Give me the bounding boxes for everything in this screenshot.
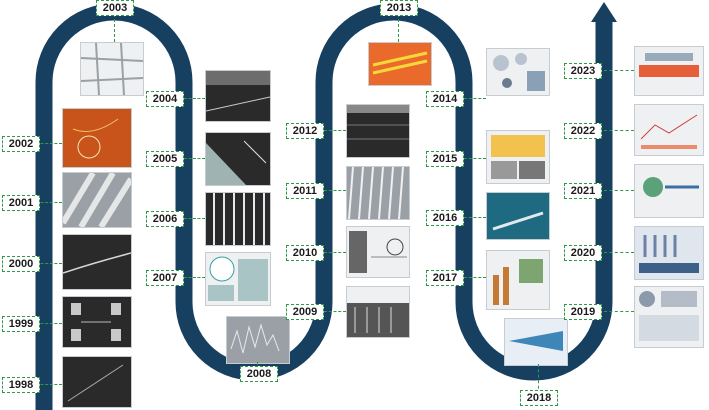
thumbnail-2013 [368,42,432,86]
connector-2010 [324,252,346,253]
year-label-1999: 1999 [2,316,40,332]
thumbnail-1998 [62,356,132,408]
thumbnail-2000 [62,234,132,290]
thumbnail-2004 [205,70,271,122]
connector-2015 [464,158,486,159]
year-label-2015: 2015 [426,151,464,167]
year-label-2016: 2016 [426,210,464,226]
year-label-2003: 2003 [96,0,134,16]
thumbnail-2011 [346,166,410,220]
thumbnail-2019 [634,286,704,348]
connector-2004 [184,98,205,99]
connector-2023 [604,70,634,71]
connector-2006 [184,218,205,219]
thumbnail-2015 [486,130,550,184]
connector-2007 [184,277,205,278]
year-label-2020: 2020 [564,245,602,261]
connector-2001 [36,202,62,203]
thumbnail-2016 [486,192,550,240]
year-label-2019: 2019 [564,304,602,320]
year-label-2000: 2000 [2,256,40,272]
connector-2017 [464,277,486,278]
thumbnail-2023 [634,46,704,96]
year-label-2021: 2021 [564,183,602,199]
thumbnail-2008 [226,316,290,364]
year-label-2013: 2013 [380,0,418,16]
year-label-2008: 2008 [240,366,278,382]
thumbnail-2009 [346,286,410,338]
connector-2021 [604,190,634,191]
thumbnail-2017 [486,250,550,310]
year-label-2005: 2005 [146,151,184,167]
connector-2016 [464,217,486,218]
thumbnail-2006 [205,192,271,246]
connector-2020 [604,252,634,253]
arrow-head-icon [591,2,617,22]
year-label-2014: 2014 [426,91,464,107]
thumbnail-2001 [62,172,132,228]
connector-2011 [324,190,346,191]
connector-1999 [36,323,62,324]
thumbnail-2018 [504,318,568,366]
year-label-2010: 2010 [286,245,324,261]
thumbnail-2012 [346,104,410,158]
connector-2022 [604,130,634,131]
thumbnail-2003 [80,42,144,96]
thumbnail-2007 [205,252,271,306]
year-label-2006: 2006 [146,211,184,227]
thumbnail-2020 [634,226,704,280]
thumbnail-2002 [62,108,132,168]
thumbnail-2022 [634,104,704,156]
connector-2014 [464,98,486,99]
connector-2009 [324,311,346,312]
thumbnail-2010 [346,226,410,278]
connector-2012 [324,130,346,131]
year-label-2004: 2004 [146,91,184,107]
connector-2005 [184,158,205,159]
connector-1998 [36,384,62,385]
connector-2019 [604,311,634,312]
year-label-2017: 2017 [426,270,464,286]
thumbnail-2014 [486,48,550,96]
year-label-2018: 2018 [520,390,558,406]
connector-2000 [36,263,62,264]
year-label-2012: 2012 [286,123,324,139]
serpentine-arrow-body [35,3,613,410]
year-label-2023: 2023 [564,63,602,79]
year-label-2022: 2022 [564,123,602,139]
year-label-2007: 2007 [146,270,184,286]
thumbnail-2005 [205,132,271,186]
connector-2013 [398,14,399,42]
connector-2003 [114,14,115,42]
year-label-2001: 2001 [2,195,40,211]
thumbnail-2021 [634,164,704,218]
year-label-2011: 2011 [286,183,324,199]
connector-2002 [36,143,62,144]
thumbnail-1999 [62,296,132,348]
connector-2018 [538,364,539,394]
year-label-2009: 2009 [286,304,324,320]
year-label-1998: 1998 [2,377,40,393]
year-label-2002: 2002 [2,136,40,152]
